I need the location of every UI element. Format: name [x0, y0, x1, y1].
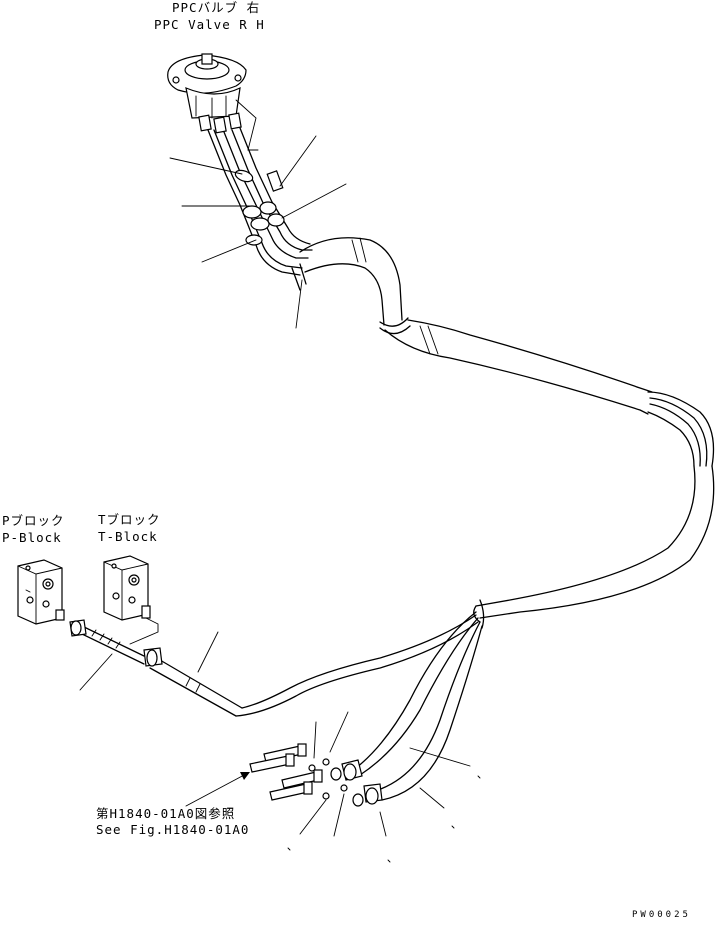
left-hose	[69, 614, 479, 717]
p-block	[17, 559, 65, 625]
t-block	[103, 555, 159, 645]
p-block-label-jp: Pブロック	[2, 513, 65, 528]
p-block-label-en: P-Block	[2, 530, 62, 545]
drawing-code: PW00025	[632, 910, 691, 920]
see-figure-label-jp: 第H1840-01A0図参照	[96, 806, 236, 821]
valve-hose-bundle	[207, 127, 313, 291]
t-block-label-en: T-Block	[98, 529, 158, 544]
protective-sleeve	[299, 237, 715, 629]
bolts-and-washers	[185, 743, 348, 807]
lower-hose-bundle	[330, 611, 483, 807]
ppc-valve-label-jp: PPCバルブ 右	[172, 0, 261, 15]
leader-lines	[79, 135, 481, 863]
ppc-valve	[167, 53, 259, 151]
t-block-label-jp: Tブロック	[98, 512, 161, 527]
see-figure-label-en: See Fig.H1840-01A0	[96, 822, 250, 837]
ppc-valve-label-en: PPC Valve R H	[154, 17, 265, 32]
